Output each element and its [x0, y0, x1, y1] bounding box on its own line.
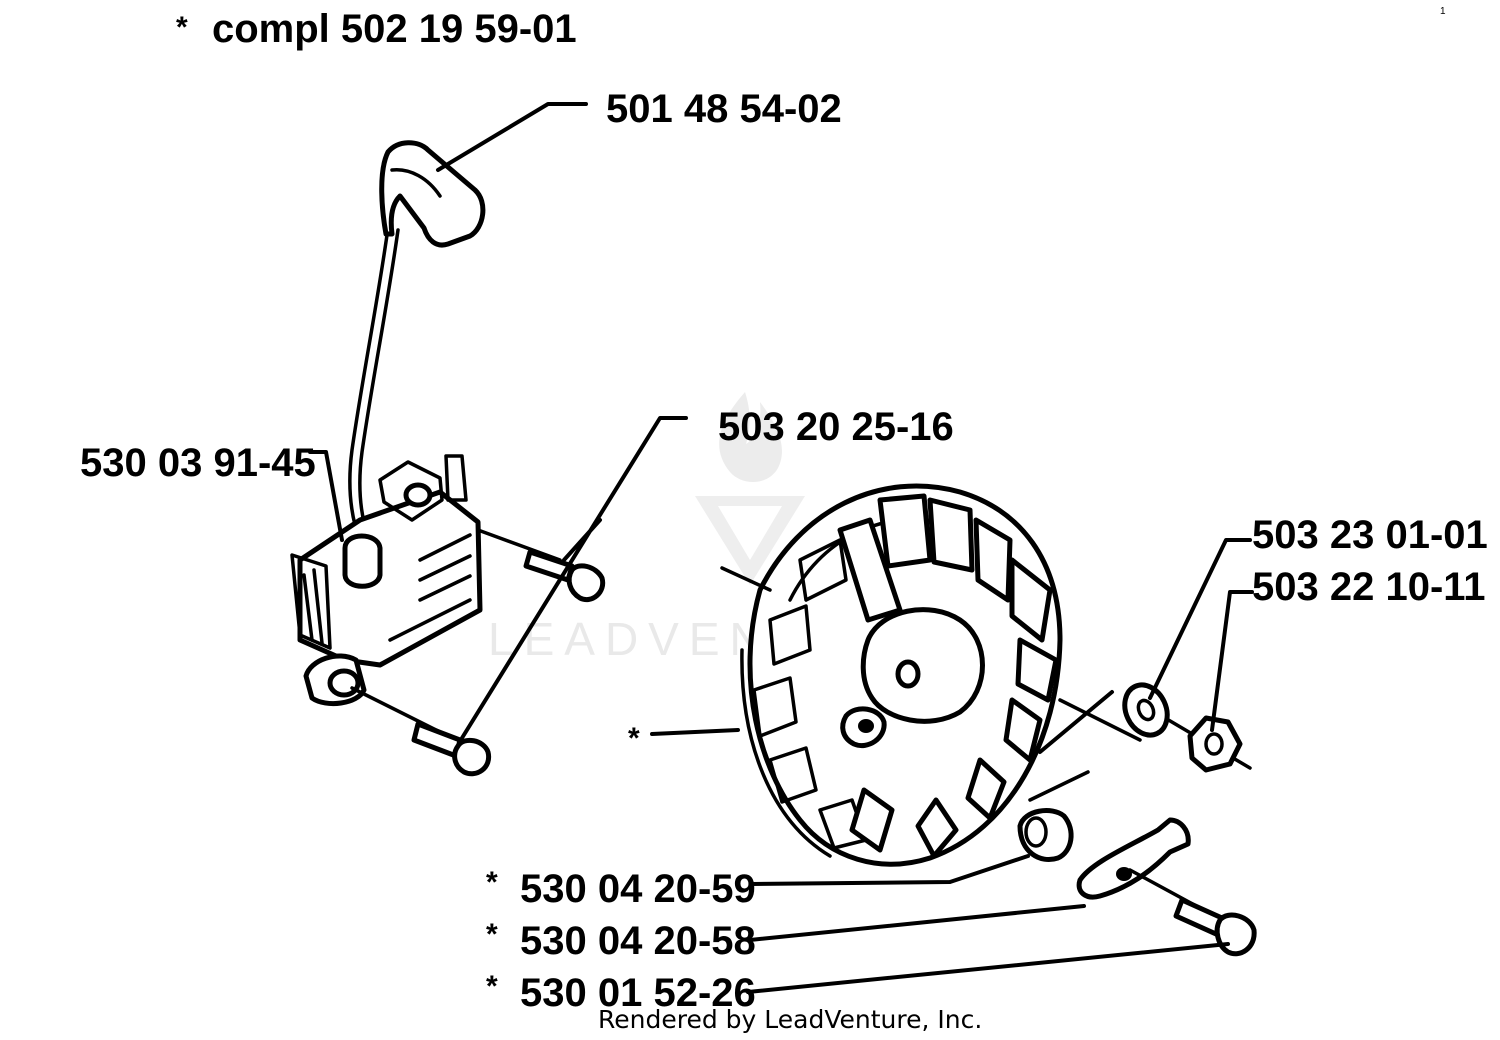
pawl-asterisk: * [486, 918, 498, 951]
ignition-wire-boss [342, 533, 383, 589]
label-ignition-module: 530 03 91-45 [80, 441, 316, 485]
label-spark-plug-cap: 501 48 54-02 [606, 87, 842, 131]
spacer-asterisk: * [486, 866, 498, 899]
flywheel-cooling-fins [837, 493, 1059, 859]
spark-plug-cap [379, 140, 486, 248]
footer-credit: Rendered by LeadVenture, Inc. [598, 1005, 982, 1034]
leader-flywheel-nut [1210, 590, 1254, 732]
ignition-assembly-drawing [290, 140, 606, 777]
ignition-module-body [297, 489, 483, 668]
ignition-module-core [290, 553, 332, 650]
label-pawl-screw: 530 01 52-26 [520, 971, 756, 1015]
pawl-screw-asterisk: * [486, 970, 498, 1003]
label-spacer: 530 04 20-59 [520, 867, 756, 911]
washer-drawing [1122, 682, 1170, 738]
ignition-terminal-tab [444, 454, 468, 502]
ignition-module-top-bracket [378, 460, 444, 522]
spacer-bore [1024, 816, 1048, 848]
ignition-lower-mount-hole [327, 668, 361, 698]
starter-pawl-drawing [1076, 817, 1257, 957]
ignition-lead-wire-inner [358, 228, 400, 529]
flywheel-asterisk: * [628, 722, 640, 755]
starter-pawl-hole [1116, 867, 1132, 881]
leader-lines [308, 102, 1254, 994]
leader-spacer [750, 854, 1030, 886]
part-labels: 501 48 54-02 530 03 91-45 503 20 25-16 5… [80, 87, 1488, 1015]
washer-and-nut-drawing [1122, 682, 1252, 773]
flywheel-pawl-boss-hole [858, 719, 874, 733]
starter-pawl-body [1076, 817, 1191, 900]
spacer-axis-line [1028, 770, 1090, 802]
spacer-drawing [1017, 770, 1090, 862]
leader-ignition-module [308, 450, 344, 542]
label-pawl: 530 04 20-58 [520, 919, 756, 963]
ignition-lead-wire [348, 226, 390, 527]
ignition-top-mount-hole [403, 482, 433, 508]
flywheel-nut-drawing [1187, 715, 1243, 773]
spark-plug-cap-ridge [390, 168, 442, 198]
watermark-v-icon [695, 496, 805, 585]
ignition-module-laminations [302, 533, 472, 645]
corner-mark: 1 [1440, 6, 1446, 17]
flywheel-rim-windows [752, 538, 868, 850]
flywheel-hub [860, 607, 985, 724]
label-flywheel-nut: 503 22 10-11 [1252, 565, 1486, 609]
leader-pawl-screw [746, 942, 1230, 994]
label-module-screw: 503 20 25-16 [718, 405, 954, 449]
label-washer: 503 23 01-01 [1252, 513, 1488, 557]
flywheel-drawing [720, 483, 1142, 867]
leader-flywheel [650, 728, 740, 736]
leader-flywheel-key [1038, 690, 1114, 754]
watermark-flame-icon [719, 392, 782, 483]
pawl-screw-head [1214, 912, 1257, 957]
leader-module-screw [460, 416, 688, 740]
leader-washer [1148, 538, 1252, 700]
leader-spark-plug-cap [436, 102, 588, 172]
crankshaft-axis-line [720, 566, 772, 592]
flywheel-center-bore [895, 659, 921, 689]
flywheel-front-face [740, 648, 832, 858]
assembly-asterisk: * [176, 11, 188, 44]
module-screw-upper-head [566, 563, 606, 602]
flywheel-nut-hole [1204, 732, 1224, 756]
washer-hole [1136, 698, 1156, 722]
module-screw-lower-head [452, 737, 492, 777]
assembly-label: compl 502 19 59-01 [212, 7, 577, 51]
leader-pawl [748, 904, 1086, 942]
crankshaft-axis-line-rear [1058, 698, 1142, 742]
